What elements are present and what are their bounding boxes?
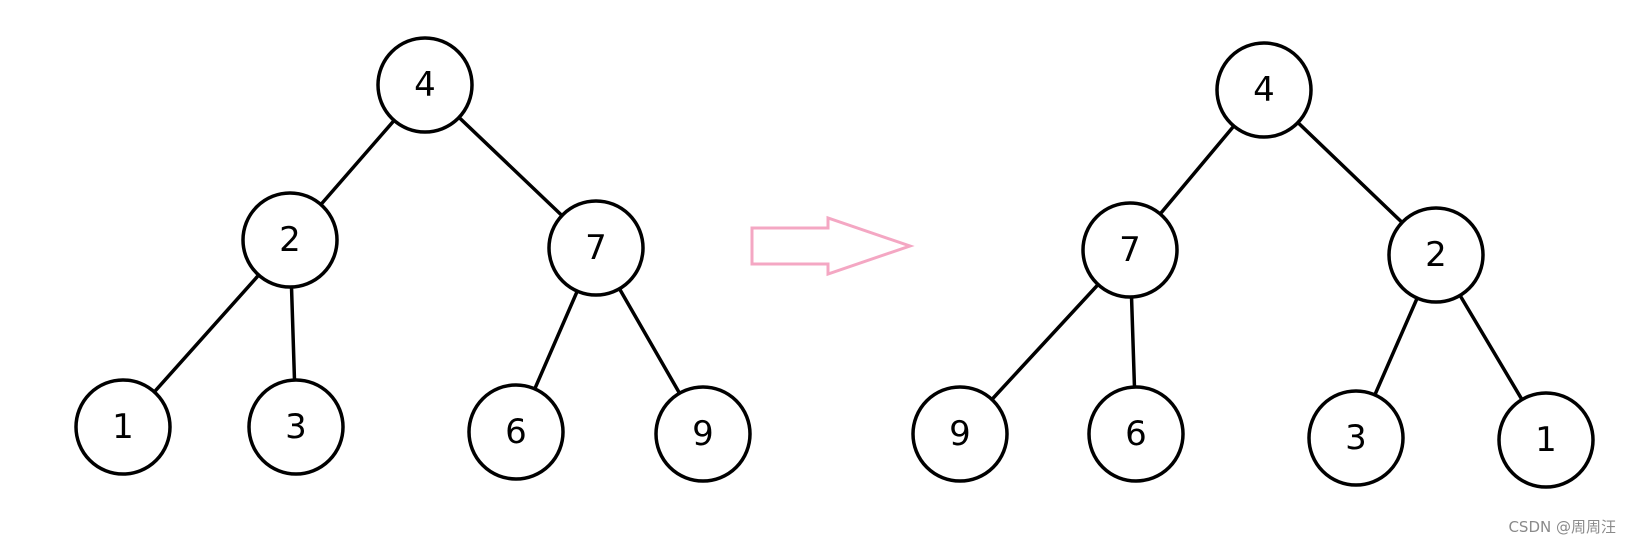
node-label: 7 [1119, 230, 1141, 270]
right-tree-node-4: 4 [1215, 41, 1313, 139]
right-tree-node-7: 7 [1081, 201, 1179, 299]
node-label: 9 [692, 414, 714, 454]
node-circle [911, 385, 1009, 483]
node-label: 2 [1425, 235, 1447, 275]
node-label: 6 [1125, 414, 1147, 454]
right-tree-node-2: 2 [1387, 206, 1485, 304]
node-label: 1 [1535, 420, 1557, 460]
node-circle [1497, 391, 1595, 489]
node-circle [1307, 389, 1405, 487]
node-circle [74, 378, 172, 476]
node-circle [1387, 206, 1485, 304]
node-label: 7 [585, 228, 607, 268]
node-circle [241, 191, 339, 289]
node-circle [654, 385, 752, 483]
watermark: CSDN @周周汪 [1508, 518, 1616, 536]
node-label: 2 [279, 220, 301, 260]
left-tree-node-1: 1 [74, 378, 172, 476]
left-tree-node-2: 2 [241, 191, 339, 289]
node-label: 3 [1345, 418, 1367, 458]
left-tree-node-3: 3 [247, 378, 345, 476]
node-circle [1081, 201, 1179, 299]
node-label: 9 [949, 414, 971, 454]
left-tree-node-6: 6 [467, 383, 565, 481]
nodes-layer: 4 2 7 1 3 6 9 4 7 2 9 6 3 1 [74, 36, 1595, 489]
right-tree-node-6: 6 [1087, 385, 1185, 483]
right-tree-node-1: 1 [1497, 391, 1595, 489]
right-tree-node-9: 9 [911, 385, 1009, 483]
node-label: 6 [505, 412, 527, 452]
node-circle [1087, 385, 1185, 483]
right-tree-node-3: 3 [1307, 389, 1405, 487]
node-circle [547, 199, 645, 297]
node-label: 3 [285, 407, 307, 447]
left-tree-node-7: 7 [547, 199, 645, 297]
left-tree-node-9: 9 [654, 385, 752, 483]
node-circle [376, 36, 474, 134]
node-circle [1215, 41, 1313, 139]
node-label: 4 [414, 65, 436, 105]
edges-layer [121, 83, 1548, 442]
transform-arrow [750, 215, 915, 277]
node-circle [467, 383, 565, 481]
left-tree-node-4: 4 [376, 36, 474, 134]
node-label: 4 [1253, 70, 1275, 110]
node-circle [247, 378, 345, 476]
node-label: 1 [112, 407, 134, 447]
